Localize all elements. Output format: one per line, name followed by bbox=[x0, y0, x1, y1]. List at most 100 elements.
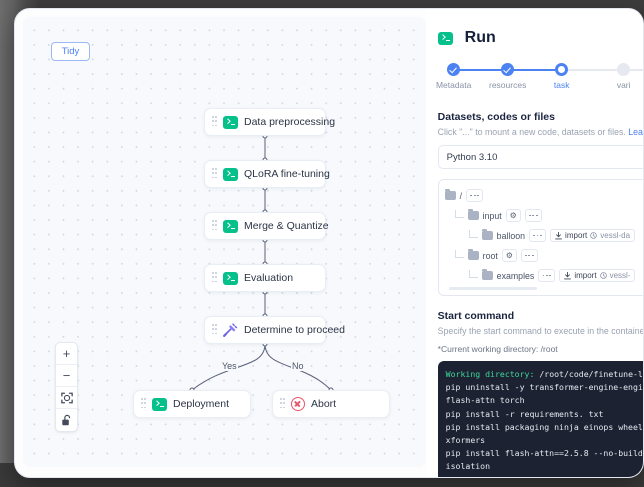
clock-icon bbox=[599, 272, 607, 279]
panel-title: Run bbox=[464, 29, 496, 46]
folder-icon bbox=[467, 208, 479, 220]
canvas-zoom-controls[interactable]: + − bbox=[55, 342, 78, 432]
import-source: vessl- bbox=[609, 271, 631, 280]
more-options-button[interactable] bbox=[538, 269, 556, 282]
import-source: vessl-da bbox=[600, 231, 631, 240]
drag-handle-icon[interactable] bbox=[212, 116, 217, 128]
terminal-content: Working directory: /root/code/finetune-l… bbox=[446, 368, 643, 477]
zoom-in-button[interactable]: + bbox=[56, 343, 77, 365]
fit-view-icon bbox=[60, 392, 73, 403]
stepper-dot bbox=[555, 63, 569, 76]
folder-icon bbox=[481, 268, 493, 280]
file-tree-row[interactable]: input⚙ bbox=[445, 207, 643, 224]
stepper-label: resources bbox=[489, 80, 527, 90]
file-tree-row[interactable]: / bbox=[444, 187, 643, 204]
tree-elbow-icon bbox=[454, 209, 464, 218]
more-options-button[interactable] bbox=[524, 209, 542, 222]
drag-handle-icon[interactable] bbox=[212, 220, 217, 232]
file-tree-name: / bbox=[459, 190, 463, 201]
flow-node-label: Determine to proceed bbox=[244, 324, 345, 336]
start-command-editor[interactable]: Working directory: /root/code/finetune-l… bbox=[437, 361, 643, 477]
cwd-note: *Current working directory: /root bbox=[437, 344, 558, 354]
download-icon bbox=[564, 271, 572, 279]
file-tree-name: input bbox=[482, 210, 502, 221]
flow-node-label: Data preprocessing bbox=[244, 116, 336, 128]
file-tree-scrollbar[interactable] bbox=[448, 287, 537, 290]
flow-node-label: Merge & Quantize bbox=[244, 220, 329, 232]
flow-node-label: Deployment bbox=[173, 398, 230, 410]
learn-more-link[interactable]: Learn m bbox=[628, 127, 643, 137]
image-field-value: Python 3.10 bbox=[446, 151, 498, 163]
more-options-button[interactable] bbox=[529, 229, 547, 242]
more-options-button[interactable] bbox=[466, 189, 484, 202]
flow-node-evaluation[interactable]: Evaluation bbox=[204, 264, 326, 292]
file-tree-name: root bbox=[482, 250, 498, 261]
stepper-label: vari bbox=[616, 80, 631, 90]
zoom-out-button[interactable]: − bbox=[56, 365, 77, 387]
drag-handle-icon[interactable] bbox=[212, 272, 217, 284]
drag-handle-icon[interactable] bbox=[141, 398, 146, 410]
drag-handle-icon[interactable] bbox=[212, 168, 217, 180]
flow-node-deployment[interactable]: Deployment bbox=[133, 390, 251, 418]
stepper-dot bbox=[501, 63, 515, 76]
download-icon bbox=[555, 231, 562, 239]
start-command-heading: Start command bbox=[437, 310, 515, 322]
stepper-dot bbox=[617, 63, 631, 76]
stepper-step-vari[interactable]: vari bbox=[595, 63, 643, 90]
stepper-step-resources[interactable]: resources bbox=[479, 63, 537, 90]
panel-header: Run bbox=[437, 29, 643, 47]
terminal-icon bbox=[223, 167, 238, 181]
tree-elbow-icon bbox=[468, 269, 478, 278]
flow-node-data-preprocessing[interactable]: Data preprocessing bbox=[204, 108, 335, 136]
abort-icon bbox=[291, 397, 305, 411]
tree-elbow-icon bbox=[468, 229, 478, 238]
datasets-subtext-text: Click "..." to mount a new code, dataset… bbox=[437, 127, 626, 137]
flow-node-abort[interactable]: Abort bbox=[272, 390, 390, 418]
file-tree-row[interactable]: examples import vessl- bbox=[445, 267, 643, 284]
image-field[interactable]: Python 3.10 bbox=[437, 145, 643, 169]
terminal-icon bbox=[223, 115, 238, 129]
terminal-wd-label: Working directory: bbox=[445, 369, 535, 379]
drag-handle-icon[interactable] bbox=[280, 398, 285, 410]
flow-node-qlora-fine-tuning[interactable]: QLoRA fine-tuning bbox=[204, 160, 330, 188]
edge-label-no: No bbox=[291, 361, 305, 371]
import-button[interactable]: import vessl- bbox=[559, 269, 636, 282]
flow-node-merge-quantize[interactable]: Merge & Quantize bbox=[204, 212, 329, 240]
gear-icon[interactable]: ⚙ bbox=[501, 249, 517, 262]
terminal-icon bbox=[437, 31, 453, 45]
folder-icon bbox=[444, 188, 456, 200]
more-options-button[interactable] bbox=[520, 249, 538, 262]
import-label: import bbox=[574, 271, 597, 280]
stepper-step-metadata[interactable]: Metadata bbox=[426, 63, 483, 90]
gear-icon[interactable]: ⚙ bbox=[505, 209, 521, 222]
flow-node-label: Abort bbox=[311, 398, 337, 410]
stepper-step-task[interactable]: task bbox=[533, 63, 591, 90]
clock-icon bbox=[590, 232, 598, 239]
run-panel: Run Metadata resources task vari Datasets, … bbox=[425, 9, 643, 477]
terminal-icon bbox=[223, 271, 238, 285]
file-tree-row[interactable]: root⚙ bbox=[445, 247, 643, 264]
lock-toggle-button[interactable] bbox=[56, 409, 77, 431]
flow-node-determine-to-proceed[interactable]: Determine to proceed bbox=[204, 316, 345, 344]
drag-handle-icon[interactable] bbox=[212, 324, 217, 336]
datasets-heading: Datasets, codes or files bbox=[437, 111, 555, 123]
flow-node-label: Evaluation bbox=[244, 272, 294, 284]
stepper-dot bbox=[447, 63, 461, 76]
stepper-label: task bbox=[553, 80, 570, 90]
folder-icon bbox=[481, 228, 493, 240]
terminal-wd-path: /root/code/finetune-ll bbox=[534, 369, 643, 379]
flow-node-label: QLoRA fine-tuning bbox=[244, 168, 330, 180]
run-stepper[interactable]: Metadata resources task vari bbox=[436, 63, 643, 95]
stepper-label: Metadata bbox=[435, 80, 472, 90]
terminal-icon bbox=[223, 219, 238, 233]
terminal-icon bbox=[152, 397, 167, 411]
tidy-button[interactable]: Tidy bbox=[51, 42, 90, 61]
fit-view-button[interactable] bbox=[56, 387, 77, 409]
file-tree-name: examples bbox=[496, 270, 535, 281]
